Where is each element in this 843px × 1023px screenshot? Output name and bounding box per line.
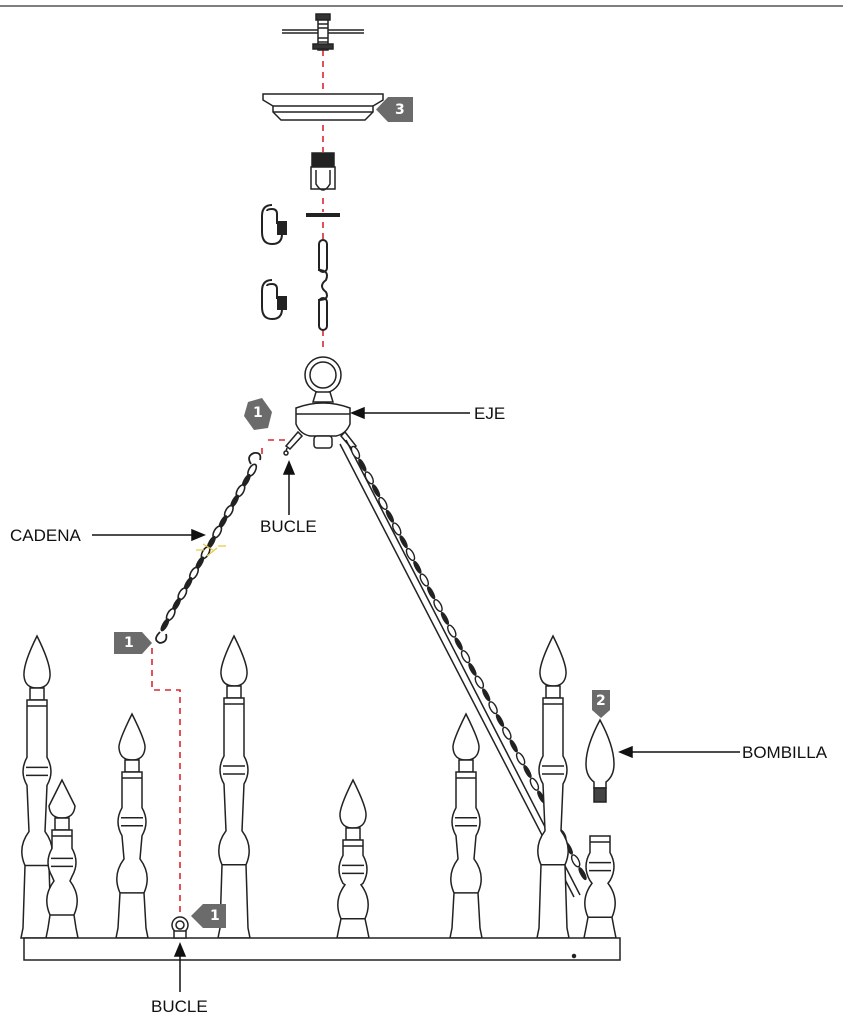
chain-link [413, 560, 422, 574]
chain-link [447, 624, 457, 638]
pointer-arrows [92, 406, 740, 992]
chain-link [468, 662, 477, 676]
chain-link [160, 618, 170, 632]
chain-label: CADENA [10, 526, 81, 545]
right-chain [339, 439, 581, 898]
chain-link [474, 675, 485, 689]
chain-link [454, 637, 463, 651]
step-badge-bulb [592, 690, 610, 718]
chain-link [509, 739, 518, 753]
candle-socket [336, 778, 370, 939]
candle-socket [536, 634, 570, 939]
loop-top-label: BUCLE [260, 517, 317, 536]
chain-link [405, 547, 416, 562]
chain-link [515, 752, 526, 766]
right-chain-links [350, 445, 587, 881]
candle-socket [45, 778, 79, 939]
step-badge-frame-loop [191, 904, 226, 928]
chain-link [419, 573, 430, 587]
chain-link [578, 867, 587, 881]
canopy [262, 93, 384, 121]
loop-bottom-label: BUCLE [151, 997, 208, 1016]
candle-socket [115, 712, 149, 939]
quick-links [261, 204, 287, 321]
step-number-bulb: 2 [596, 693, 606, 709]
mounting-bracket [282, 13, 364, 51]
chain-link [399, 535, 408, 549]
center-chain [317, 239, 328, 331]
chain-link [385, 509, 395, 523]
chain-link [460, 650, 471, 664]
left-chain [155, 451, 262, 644]
candle-socket [449, 712, 483, 939]
chain-link [495, 713, 505, 727]
step-number-hub-chain: 1 [253, 405, 263, 421]
chain-link [433, 598, 443, 613]
chain-link [426, 586, 436, 600]
chain-link [358, 458, 367, 472]
frame-loop [171, 916, 189, 939]
chain-link [523, 765, 532, 778]
candle-socket [20, 634, 54, 939]
candle-socket [217, 634, 251, 939]
washer [306, 213, 340, 217]
candle-sockets [20, 634, 617, 939]
chain-link [488, 701, 498, 715]
chain-link [371, 484, 381, 498]
step-badge-chain-end [114, 632, 152, 654]
hub-label: EJE [474, 404, 506, 423]
candle-socket [583, 835, 617, 939]
threaded-loop [310, 152, 336, 191]
frame-base [23, 937, 621, 961]
light-bulb [585, 718, 615, 803]
step-number-chain-end: 1 [124, 635, 134, 651]
chain-link [391, 522, 402, 536]
left-chain-links [160, 463, 258, 632]
chain-link [482, 688, 491, 702]
step-badges [114, 97, 610, 928]
chain-highlight [196, 543, 226, 557]
hub [295, 356, 351, 449]
step-number-frame-loop: 1 [210, 908, 220, 924]
chain-link [350, 445, 361, 459]
bulb-label: BOMBILLA [742, 743, 828, 762]
chain-link [364, 471, 374, 485]
chain-link [440, 611, 450, 625]
step-badge-canopy [376, 97, 413, 122]
chain-link [529, 777, 540, 791]
chain-link [570, 854, 581, 868]
step-badge-hub-chain [244, 398, 272, 430]
chain-link [502, 726, 512, 740]
step-number-canopy: 3 [395, 102, 405, 118]
chain-link [378, 496, 388, 511]
